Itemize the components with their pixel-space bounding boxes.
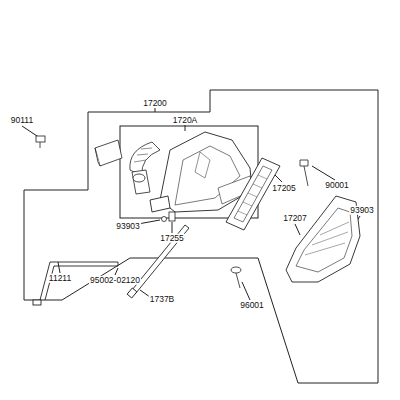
callout-number: 17207 — [282, 214, 308, 223]
callout-number: 17205 — [271, 184, 297, 193]
callout-number: 93903 — [349, 206, 375, 215]
callout-number: 93903 — [115, 222, 141, 231]
callout-number: 95002-02120 — [89, 276, 141, 285]
callout-number: 11211 — [48, 274, 72, 283]
callout-number: 90001 — [324, 181, 350, 190]
callout-number: 90111 — [10, 116, 34, 125]
callout-number: 17200 — [142, 99, 168, 108]
assembly-outline — [24, 90, 378, 383]
callout-number: 96001 — [239, 301, 265, 310]
callout-number: 1737B — [149, 295, 176, 304]
callout-number: 1720A — [172, 116, 199, 125]
callout-number: 17255 — [159, 234, 185, 243]
